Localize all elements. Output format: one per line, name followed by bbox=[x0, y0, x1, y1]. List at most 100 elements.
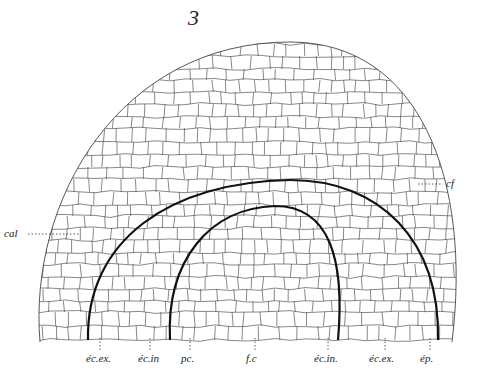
cell-wall bbox=[72, 205, 73, 216]
cell-wall bbox=[381, 167, 382, 179]
cell-wall bbox=[240, 253, 242, 264]
cell-wall bbox=[223, 264, 225, 277]
cell-wall bbox=[331, 44, 332, 56]
cell-wall bbox=[256, 128, 258, 142]
cell-wall bbox=[464, 142, 465, 155]
cell-wall bbox=[112, 277, 113, 289]
cell-wall bbox=[164, 277, 166, 289]
cell-wall bbox=[210, 216, 212, 228]
cell-wall bbox=[348, 326, 349, 340]
cell-wall bbox=[447, 205, 449, 216]
cell-wall bbox=[212, 167, 213, 179]
cell-wall bbox=[162, 216, 163, 228]
cell-wall bbox=[303, 80, 304, 92]
cell-wall bbox=[267, 167, 268, 179]
cell-wall bbox=[52, 205, 53, 216]
cell-wall bbox=[50, 80, 51, 92]
cell-wall bbox=[61, 92, 63, 104]
cell-wall bbox=[222, 253, 224, 264]
cell-wall bbox=[304, 289, 306, 301]
cell-wall bbox=[253, 216, 254, 228]
cell-wall bbox=[143, 167, 144, 179]
cell-wall bbox=[193, 228, 194, 240]
cell-wall bbox=[336, 216, 337, 228]
cell-wall bbox=[313, 92, 315, 104]
cell-wall bbox=[395, 326, 396, 340]
cell-wall bbox=[26, 179, 28, 192]
cell-wall bbox=[316, 56, 317, 69]
cell-wall bbox=[391, 301, 392, 312]
cell-wall bbox=[312, 301, 313, 312]
cell-wall bbox=[299, 104, 300, 117]
cell-wall bbox=[101, 117, 102, 128]
cell-wall bbox=[231, 56, 232, 69]
cell-wall bbox=[76, 104, 77, 117]
cell-wall bbox=[402, 44, 403, 56]
cell-wall bbox=[67, 216, 68, 228]
cell-wall bbox=[86, 312, 87, 326]
cell-wall bbox=[382, 312, 383, 326]
cell-wall bbox=[20, 239, 470, 242]
cell-wall bbox=[130, 205, 131, 216]
cell-wall bbox=[368, 80, 370, 92]
cell-wall bbox=[429, 228, 430, 240]
cell-wall bbox=[46, 216, 47, 228]
cell-wall bbox=[441, 301, 442, 312]
cell-wall bbox=[363, 104, 364, 117]
cell-wall bbox=[295, 253, 297, 264]
cell-wall bbox=[214, 192, 215, 205]
cell-wall bbox=[143, 228, 144, 240]
cell-wall bbox=[30, 264, 31, 277]
cell-wall bbox=[331, 301, 333, 312]
cell-wall bbox=[20, 166, 470, 169]
cell-wall bbox=[165, 128, 166, 142]
cell-wall bbox=[199, 240, 201, 253]
cell-wall bbox=[72, 142, 73, 155]
cell-wall bbox=[374, 179, 375, 192]
cell-wall bbox=[165, 301, 167, 312]
cell-wall bbox=[357, 253, 359, 264]
cell-wall bbox=[331, 56, 332, 69]
cell-wall bbox=[469, 312, 470, 326]
cell-wall bbox=[378, 142, 379, 155]
cell-wall bbox=[87, 142, 88, 155]
cell-wall bbox=[359, 301, 361, 312]
cell-wall bbox=[293, 69, 295, 80]
cell-wall bbox=[462, 56, 464, 69]
cell-wall bbox=[460, 240, 462, 253]
cell-wall bbox=[105, 80, 107, 92]
cell-wall bbox=[147, 216, 148, 228]
cell-wall bbox=[262, 277, 263, 289]
cell-wall bbox=[462, 92, 463, 104]
cell-wall bbox=[302, 92, 303, 104]
cell-wall bbox=[223, 205, 225, 216]
cell-wall bbox=[60, 128, 61, 142]
cell-wall bbox=[187, 179, 189, 192]
cell-wall bbox=[250, 56, 251, 69]
cell-wall bbox=[274, 264, 276, 277]
cell-wall bbox=[20, 191, 470, 194]
cell-wall bbox=[133, 240, 134, 253]
cell-wall bbox=[168, 289, 169, 301]
cell-wall bbox=[234, 142, 236, 155]
cell-wall bbox=[117, 205, 119, 216]
cell-wall bbox=[451, 56, 452, 69]
cell-wall bbox=[362, 240, 363, 253]
cell-wall bbox=[227, 192, 228, 205]
cell-wall bbox=[74, 128, 75, 142]
cell-wall bbox=[197, 167, 199, 179]
cell-wall bbox=[42, 289, 43, 301]
cell-wall bbox=[317, 44, 318, 56]
cell-wall bbox=[173, 253, 175, 264]
cell-wall bbox=[209, 92, 210, 104]
cell-wall bbox=[387, 253, 389, 264]
cell-wall bbox=[237, 277, 238, 289]
cell-wall bbox=[235, 92, 236, 104]
cell-wall bbox=[223, 155, 224, 167]
cell-wall bbox=[79, 277, 80, 289]
cell-wall bbox=[82, 92, 83, 104]
cell-wall bbox=[209, 205, 211, 216]
cell-wall bbox=[269, 56, 271, 69]
cell-wall bbox=[445, 69, 447, 80]
